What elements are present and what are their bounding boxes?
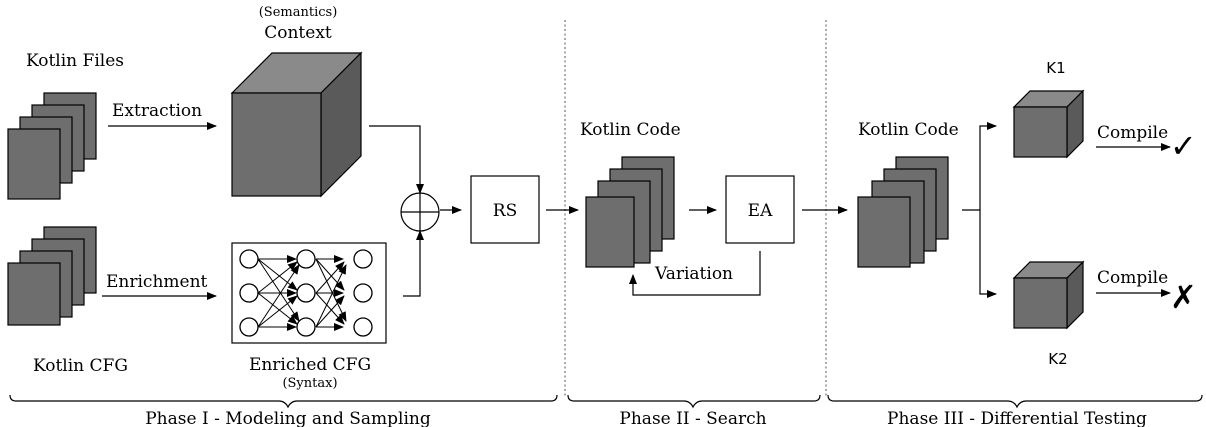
context-label: Context [264,23,332,43]
k1-label: K1 [1046,59,1065,77]
ea-label: EA [748,201,773,221]
phase3-brace [827,394,1203,409]
phase1-label: Phase I - Modeling and Sampling [145,409,431,427]
phase2-code-stack [585,156,675,268]
phase3-code-stack [857,156,949,268]
syntax-label: (Syntax) [282,376,337,391]
phase2-kotlin-code-label: Kotlin Code [580,120,681,140]
phase3-kotlin-code-label: Kotlin Code [858,120,959,140]
combine-icon [400,192,440,232]
branch-to-k2-arrow [979,210,997,298]
extraction-label: Extraction [112,101,202,121]
k2-cube [1012,260,1085,330]
context-cube [230,51,363,198]
context-to-combine-line [369,125,424,194]
cfg-to-combine-line [403,230,424,297]
kotlin-files-stack [7,92,97,200]
compile1-label: Compile [1097,123,1168,143]
k2-label: K2 [1048,350,1067,368]
phase1-brace [9,394,558,409]
rs-box [470,175,540,244]
enriched-cfg-graph [239,249,373,337]
k1-cube [1012,89,1085,159]
kotlin-cfg-stack [7,226,97,326]
success-check-icon: ✓ [1170,127,1197,165]
rs-label: RS [493,201,517,221]
kotlin-files-label: Kotlin Files [26,51,124,71]
enrichment-label: Enrichment [106,272,208,292]
compile2-label: Compile [1097,268,1168,288]
failure-cross-icon: ✗ [1170,278,1197,316]
phase2-brace [567,394,821,409]
phase2-label: Phase II - Search [619,409,766,427]
kotlin-cfg-label: Kotlin CFG [33,356,128,376]
variation-label: Variation [654,264,733,284]
variation-loop-arrow [629,251,761,296]
branch-to-k1-arrow [962,122,997,211]
phase3-label: Phase III - Differential Testing [887,409,1147,427]
enriched-cfg-label: Enriched CFG [249,355,371,375]
semantics-label: (Semantics) [259,5,338,20]
ea-box [725,175,795,244]
